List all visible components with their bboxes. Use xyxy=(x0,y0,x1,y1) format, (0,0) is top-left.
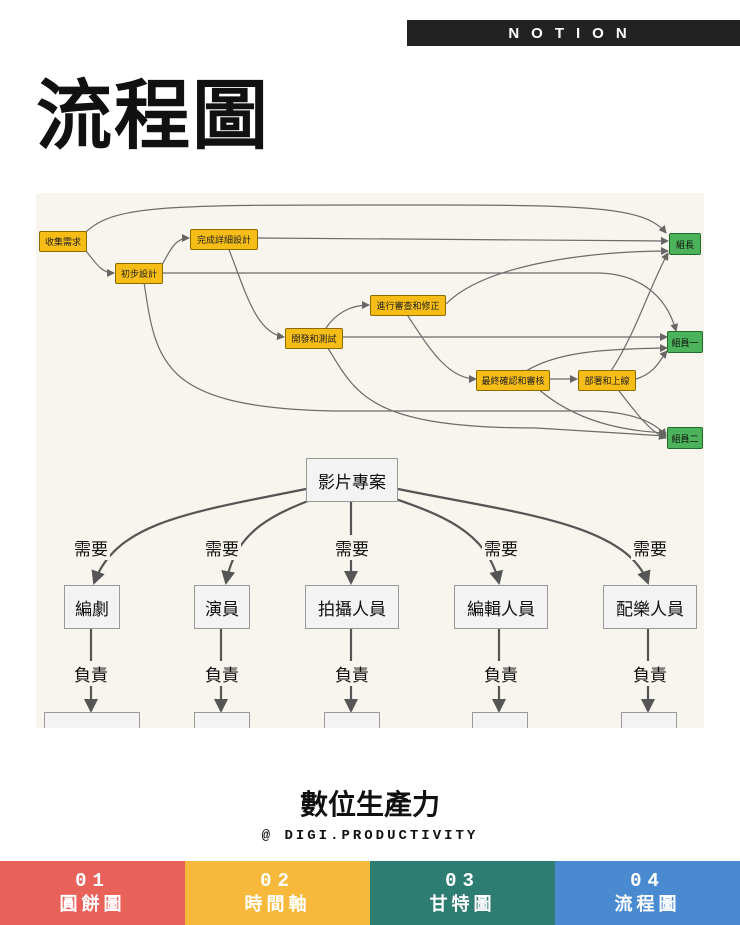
tab-label: 圓餅圖 xyxy=(59,893,126,915)
edge xyxy=(91,487,307,585)
tab-gantt-chart[interactable]: 03 甘特圖 xyxy=(370,861,555,925)
edge xyxy=(325,301,370,329)
org-role-node: 編輯人員 xyxy=(454,585,548,629)
edge xyxy=(325,344,667,440)
flow-node: 初步設計 xyxy=(115,263,163,284)
flow-node: 最終確認和審核 xyxy=(476,370,550,391)
org-root-node: 影片專案 xyxy=(306,458,398,502)
diagram-canvas: 收集需求 初步設計 完成詳細設計 進行審查和修正 開發和測試 最終確認和審核 部… xyxy=(36,193,704,728)
footer-title: 數位生產力 xyxy=(299,788,440,821)
org-task-node xyxy=(324,712,380,728)
edge-label-need: 需要 xyxy=(203,535,241,560)
flow-node: 進行審查和修正 xyxy=(370,295,446,316)
org-task-node xyxy=(194,712,250,728)
org-role-node: 拍攝人員 xyxy=(305,585,399,629)
edge-label-responsible: 負責 xyxy=(72,661,110,686)
edge-label-need: 需要 xyxy=(72,535,110,560)
flow-node: 開發和測試 xyxy=(285,328,343,349)
edge xyxy=(161,234,190,266)
flow-node-group: 組員二 xyxy=(667,427,703,449)
edge-label-need: 需要 xyxy=(631,535,669,560)
edge xyxy=(255,236,669,245)
edge xyxy=(162,272,679,332)
org-task-node xyxy=(472,712,528,728)
edge xyxy=(525,344,668,372)
edge-label-need: 需要 xyxy=(333,535,371,560)
flow-node: 完成詳細設計 xyxy=(190,229,258,250)
tab-number: 02 xyxy=(260,869,295,892)
tab-label: 流程圖 xyxy=(614,893,681,915)
org-task-node xyxy=(621,712,677,728)
flow-edges xyxy=(85,204,679,440)
edge xyxy=(635,350,668,380)
edge xyxy=(615,386,667,440)
edge xyxy=(380,492,504,585)
tab-pie-chart[interactable]: 01 圓餅圖 xyxy=(0,861,185,925)
edge xyxy=(445,247,669,305)
edge xyxy=(397,487,651,585)
brand-label: NOTION xyxy=(508,24,639,42)
brand-bar: NOTION xyxy=(407,20,740,46)
flow-node-group: 組員一 xyxy=(667,331,703,353)
edge xyxy=(143,281,667,437)
org-role-node: 配樂人員 xyxy=(603,585,697,629)
tab-label: 甘特圖 xyxy=(429,893,496,915)
edge-label-responsible: 負責 xyxy=(482,661,520,686)
tab-flowchart[interactable]: 04 流程圖 xyxy=(555,861,740,925)
tab-label: 時間軸 xyxy=(244,893,311,915)
series-tabs: 01 圓餅圖 02 時間軸 03 甘特圖 04 流程圖 xyxy=(0,861,740,925)
edge xyxy=(85,204,667,234)
edge xyxy=(535,386,667,437)
flow-node: 部署和上線 xyxy=(578,370,636,391)
org-role-node: 編劇 xyxy=(64,585,120,629)
edge xyxy=(221,492,327,585)
flow-node: 收集需求 xyxy=(39,231,87,252)
edge xyxy=(227,246,285,340)
tab-number: 03 xyxy=(445,869,480,892)
edge xyxy=(85,250,115,277)
edge-label-responsible: 負責 xyxy=(631,661,669,686)
edge xyxy=(610,252,669,372)
edge-label-need: 需要 xyxy=(482,535,520,560)
edge-label-responsible: 負責 xyxy=(333,661,371,686)
tab-number: 04 xyxy=(630,869,665,892)
org-task-node xyxy=(44,712,140,728)
tab-timeline[interactable]: 02 時間軸 xyxy=(185,861,370,925)
page-title: 流程圖 xyxy=(36,71,270,160)
edge-label-responsible: 負責 xyxy=(203,661,241,686)
org-role-node: 演員 xyxy=(194,585,250,629)
flow-node-group: 組長 xyxy=(669,233,701,255)
edge xyxy=(405,312,477,383)
tab-number: 01 xyxy=(75,869,110,892)
footer-handle: @ DIGI.PRODUCTIVITY xyxy=(261,828,479,844)
